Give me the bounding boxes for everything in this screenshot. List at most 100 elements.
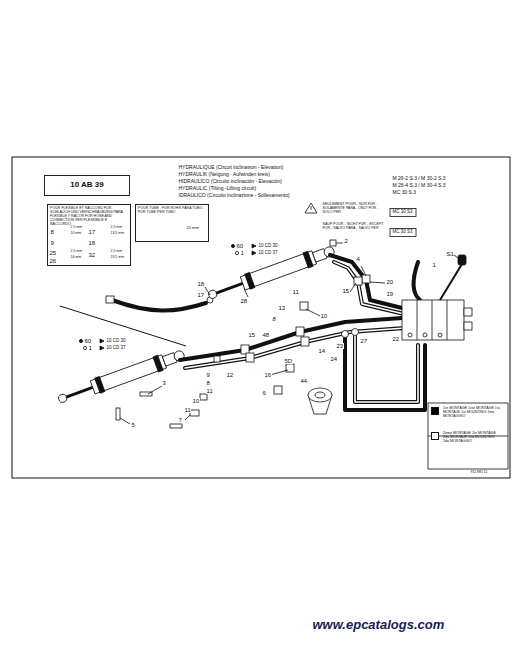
callout-number: 60: [84, 338, 92, 344]
leader-line: [185, 415, 190, 420]
catalog-code-box: 10 AB 39: [44, 175, 130, 196]
callout-number: 13: [278, 305, 286, 311]
note-text: 19,5 mm: [110, 256, 125, 260]
callout-number: 8: [50, 229, 54, 235]
callout-number: 15: [248, 332, 256, 338]
lift-cylinder: [95, 376, 105, 393]
callout-number: 1: [88, 345, 92, 351]
hose-fitting: [362, 275, 370, 283]
callout-number: 9: [206, 372, 210, 378]
note-text: MC 30 S.3: [392, 190, 417, 195]
oil-tank: [308, 388, 332, 402]
note-text: 2,5 mm: [70, 250, 83, 254]
lift-cylinder: [56, 347, 186, 408]
drawing-frame: [12, 157, 510, 478]
callout-number: 44: [300, 378, 308, 384]
note-text: 10 CD 30: [258, 244, 278, 249]
hydraulic-hose: [414, 262, 420, 300]
callout-number: 10: [192, 398, 200, 404]
callout-number: 23: [336, 343, 344, 349]
legend-frame: [428, 403, 508, 469]
hose-fitting: [116, 240, 370, 428]
lift-cylinder: [65, 387, 92, 397]
callout-pointer: [235, 251, 238, 254]
callout-number: 18: [88, 240, 96, 246]
lift-cylinder: [153, 355, 163, 372]
leader-line: [270, 370, 288, 375]
callout-number: S1: [446, 251, 454, 257]
callout-number: 48: [262, 332, 270, 338]
hydraulic-hose: [355, 333, 418, 402]
callout-number: 10: [320, 313, 328, 319]
legend-text: 2ème MONTAGE 2te MONTAGE 2da MONTAJE 2nd…: [443, 432, 501, 444]
leader-line: [205, 287, 210, 295]
hose-fitting: [170, 424, 182, 428]
callout-number: 11: [184, 407, 191, 413]
control-lever: [458, 255, 466, 265]
note-text: M 26-4 S.3 / M 30-4 S.3: [392, 183, 446, 188]
note-text: HIDRAULICO (Circuito inclinación - Eleva…: [178, 179, 282, 184]
callout-number: 16: [264, 372, 272, 378]
callout-number: 18: [197, 281, 205, 287]
note-text: MC 30 S3: [392, 210, 413, 215]
callout-number: 15: [342, 288, 350, 294]
tilt-cylinder: [215, 283, 242, 293]
note-text: M 26-2 S.3 / M 30-2 S.3: [392, 176, 446, 181]
callout-number: 17: [88, 229, 96, 235]
callout-pointer: [252, 251, 256, 255]
control-valve: [464, 322, 472, 330]
note-text: 10 CD 37: [106, 346, 126, 351]
note-text: MC 30 S3: [392, 230, 413, 235]
callout-pointer: [231, 244, 234, 247]
leader-line: [306, 309, 320, 316]
callout-pointer: [83, 346, 86, 349]
legend-swatch: [431, 407, 439, 415]
hose-fitting: [330, 240, 336, 246]
oil-tank: [315, 392, 325, 398]
control-valve: [402, 300, 472, 340]
callout-number: 2: [344, 238, 348, 244]
hose-fitting: [214, 356, 220, 362]
callout-pointer: [79, 339, 82, 342]
callout-number: 8: [272, 316, 276, 322]
warning-triangle: [311, 206, 312, 210]
leader-line: [454, 255, 458, 258]
note-text: 2,5 mm: [70, 226, 83, 230]
callout-number: 8: [206, 380, 210, 386]
callout-number: 11: [206, 388, 213, 394]
callout-number: 27: [360, 338, 368, 344]
hose-end: [106, 296, 114, 303]
lift-cylinder: [90, 355, 166, 394]
hose-fitting: [286, 364, 294, 372]
callout-number: 22: [392, 336, 400, 342]
callout-number: 17: [197, 292, 205, 298]
tube-note-box: POUR TUBE - FÜR ROHR PARA TUBO - FOR TUB…: [135, 204, 209, 242]
note-text: IDRAULICO (Circuito inclinazione - Solle…: [178, 193, 290, 198]
hose-fitting: [190, 410, 199, 416]
note-text: 10 CD 37: [258, 251, 278, 256]
watermark: www.epcatalogs.com: [312, 618, 445, 631]
note-text: 13,5 mm: [110, 232, 125, 236]
hydraulic-hose: [334, 262, 404, 314]
leader-line: [120, 418, 130, 424]
callout-number: 26: [49, 258, 57, 264]
control-lever: [440, 255, 466, 300]
control-valve: [423, 333, 427, 337]
leader-line: [370, 282, 385, 283]
callout-number: 28: [240, 298, 248, 304]
callout-number: 20: [386, 279, 394, 285]
callout-number: 5: [131, 422, 135, 428]
diagram-title: HYDRAULIQUE (Circuit inclinaison - Eléva…: [178, 165, 284, 170]
hose-fitting: [200, 394, 207, 400]
hydraulic-hose: [180, 318, 402, 360]
hydraulic-hose: [180, 255, 425, 410]
callout-number: 3: [162, 380, 166, 386]
legend-frame: [428, 403, 508, 469]
leader-line: [350, 283, 356, 292]
callout-pointer: [100, 339, 104, 343]
hose-fitting: [274, 386, 282, 394]
hydraulic-hose: [185, 328, 405, 368]
model-box-outline: [390, 209, 416, 217]
tilt-cylinder: [208, 289, 218, 299]
callout-pointer: [100, 346, 104, 350]
